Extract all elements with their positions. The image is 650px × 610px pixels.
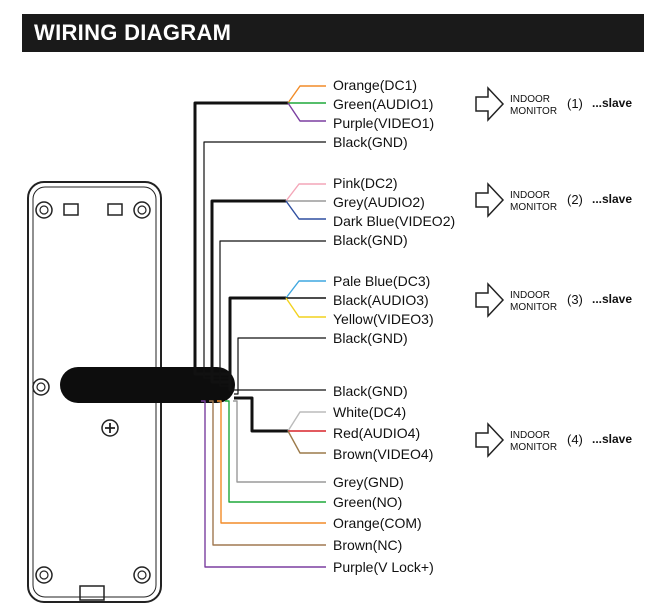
trunk-wire (228, 296, 286, 392)
trunk-wire (193, 101, 288, 376)
wire-label: Grey(AUDIO2) (333, 194, 425, 210)
arrow-right-icon (475, 282, 505, 318)
wire-line (287, 430, 326, 454)
monitor-line2: MONITOR (510, 202, 557, 213)
monitor-number: (3) (567, 292, 583, 307)
wire-label: Brown(VIDEO4) (333, 446, 433, 462)
monitor-role: ...slave (592, 192, 632, 206)
monitor-line2: MONITOR (510, 442, 557, 453)
wire-line (285, 183, 326, 202)
cross-screw-icon (101, 419, 119, 437)
wire-line (285, 297, 326, 318)
monitor-line1: INDOOR (510, 430, 550, 441)
wire-line (217, 400, 326, 524)
wire-line (203, 141, 326, 379)
wire-label: Black(GND) (333, 232, 408, 248)
monitor-line2: MONITOR (510, 302, 557, 313)
wire-line (287, 411, 326, 432)
wire-label: Grey(GND) (333, 474, 404, 490)
wire-label: Yellow(VIDEO3) (333, 311, 434, 327)
screw-icon (35, 566, 53, 584)
wire-line (233, 400, 326, 483)
wire-label: Pink(DC2) (333, 175, 398, 191)
wire-label: Dark Blue(VIDEO2) (333, 213, 455, 229)
slot-icon (107, 203, 123, 216)
page-title: WIRING DIAGRAM (34, 20, 232, 45)
wire-line (287, 85, 326, 104)
monitor-role: ...slave (592, 292, 632, 306)
arrow-right-icon (475, 182, 505, 218)
wire-label: Brown(NC) (333, 537, 402, 553)
monitor-role: ...slave (592, 96, 632, 110)
wire-label: Black(GND) (333, 330, 408, 346)
header-bar: WIRING DIAGRAM (22, 14, 644, 52)
wire-line (285, 280, 326, 299)
trunk-wire (234, 396, 288, 433)
group-3-labels: Pale Blue(DC3) Black(AUDIO3) Yellow(VIDE… (333, 273, 434, 346)
wire-line (225, 400, 326, 503)
wire-line (201, 400, 326, 568)
wire-label: Purple(VIDEO1) (333, 115, 434, 131)
wire-label: Pale Blue(DC3) (333, 273, 430, 289)
wire-line (219, 240, 326, 387)
lock-labels: Grey(GND) Green(NO) Orange(COM) Brown(NC… (333, 474, 434, 575)
bottom-tab (79, 585, 105, 601)
cable-bundle (60, 367, 235, 403)
wire-label: Green(AUDIO1) (333, 96, 433, 112)
group-2-labels: Pink(DC2) Grey(AUDIO2) Dark Blue(VIDEO2)… (333, 175, 455, 248)
monitor-line2: MONITOR (510, 106, 557, 117)
screw-icon (32, 378, 50, 396)
monitor-number: (4) (567, 432, 583, 447)
screw-icon (133, 201, 151, 219)
arrow-right-icon (475, 86, 505, 122)
wire-label: Black(AUDIO3) (333, 292, 429, 308)
monitor-line1: INDOOR (510, 190, 550, 201)
wire-label: Red(AUDIO4) (333, 425, 420, 441)
arrow-right-icon (475, 422, 505, 458)
slot-icon (63, 203, 79, 216)
wire-label: Orange(COM) (333, 515, 422, 531)
monitor-line1: INDOOR (510, 94, 550, 105)
group-1-labels: Orange(DC1) Green(AUDIO1) Purple(VIDEO1)… (333, 77, 434, 150)
screw-icon (35, 201, 53, 219)
monitor-line1: INDOOR (510, 290, 550, 301)
monitor-number: (2) (567, 192, 583, 207)
wire-line (287, 102, 326, 122)
monitor-number: (1) (567, 96, 583, 111)
wire-label: Orange(DC1) (333, 77, 417, 93)
group-4-labels: Black(GND) White(DC4) Red(AUDIO4) Brown(… (333, 383, 433, 462)
wire-label: Black(GND) (333, 383, 408, 399)
screw-icon (133, 566, 151, 584)
monitor-role: ...slave (592, 432, 632, 446)
trunk-wire (210, 199, 286, 384)
monitor-2: INDOOR MONITOR (2) ...slave (475, 182, 632, 218)
wire-line (234, 337, 326, 395)
monitor-3: INDOOR MONITOR (3) ...slave (475, 282, 632, 318)
monitor-4: INDOOR MONITOR (4) ...slave (475, 422, 632, 458)
wire-line (285, 200, 326, 220)
wire-label: Green(NO) (333, 494, 402, 510)
wire-label: White(DC4) (333, 404, 406, 420)
wires-layer (193, 85, 326, 568)
wire-line (209, 400, 326, 546)
wire-label: Purple(V Lock+) (333, 559, 434, 575)
wire-label: Black(GND) (333, 134, 408, 150)
monitor-1: INDOOR MONITOR (1) ...slave (475, 86, 632, 122)
outdoor-panel (27, 181, 235, 603)
